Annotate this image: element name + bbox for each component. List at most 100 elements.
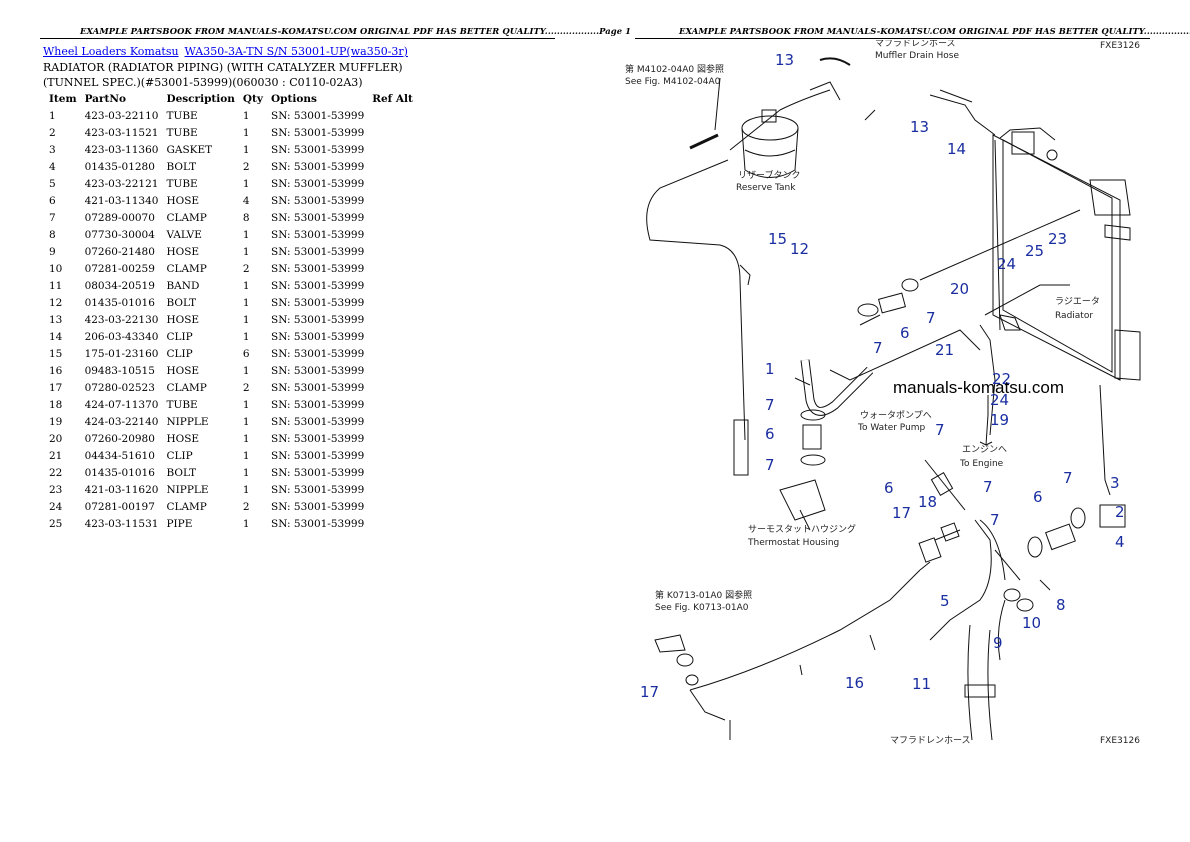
cell-options: SN: 53001-53999 <box>271 194 365 207</box>
page-header: EXAMPLE PARTSBOOK FROM MANUALS-KOMATSU.C… <box>679 26 1190 36</box>
cell-description: BOLT <box>166 296 197 309</box>
breadcrumb-link-category[interactable]: Wheel Loaders Komatsu <box>43 45 179 58</box>
muffler-drain-en: Muffler Drain Hose <box>875 51 959 61</box>
cell-item: 24 <box>49 500 63 513</box>
cell-description: CLIP <box>166 347 193 360</box>
cell-item: 10 <box>49 262 63 275</box>
cell-ref-alt <box>368 362 417 379</box>
cell-partno: 424-03-22140 <box>84 415 159 428</box>
cell-partno: 423-03-22130 <box>84 313 159 326</box>
svg-text:15: 15 <box>768 230 787 248</box>
svg-text:5: 5 <box>940 592 950 610</box>
column-header-options: Options <box>271 93 317 105</box>
tube-1-drawing <box>800 359 874 416</box>
cell-item: 20 <box>49 432 63 445</box>
cell-options: SN: 53001-53999 <box>271 228 365 241</box>
svg-text:14: 14 <box>947 140 966 158</box>
cell-description: BOLT <box>166 466 197 479</box>
cell-qty: 2 <box>242 262 250 275</box>
cell-description: CLIP <box>166 330 193 343</box>
cell-ref-alt <box>368 481 417 498</box>
cell-options: SN: 53001-53999 <box>271 177 365 190</box>
svg-text:24: 24 <box>990 391 1009 409</box>
engine-en: To Engine <box>959 459 1004 469</box>
cell-qty: 1 <box>242 449 250 462</box>
cell-options: SN: 53001-53999 <box>271 432 365 445</box>
cell-item: 8 <box>49 228 56 241</box>
page-title: RADIATOR (RADIATOR PIPING) (WITH CATALYZ… <box>43 61 403 89</box>
ref-m4102-en: See Fig. M4102-04A0 <box>625 77 721 87</box>
cell-description: CLAMP <box>166 262 207 275</box>
svg-text:9: 9 <box>993 634 1003 652</box>
cell-ref-alt <box>368 277 417 294</box>
callout-numbers: 13 13 14 15 12 23 25 24 20 7 6 7 21 1 22… <box>640 51 1125 701</box>
cell-description: CLAMP <box>166 211 207 224</box>
cell-partno: 424-07-11370 <box>84 398 159 411</box>
cell-partno: 08034-20519 <box>84 279 155 292</box>
cell-options: SN: 53001-53999 <box>271 483 365 496</box>
reserve-tank-en: Reserve Tank <box>736 183 796 193</box>
column-header-ref-alt: Ref Alt <box>372 93 413 105</box>
cell-qty: 1 <box>242 296 250 309</box>
cell-item: 3 <box>49 143 56 156</box>
cell-partno: 07260-21480 <box>84 245 155 258</box>
cell-ref-alt <box>368 175 417 192</box>
cell-qty: 1 <box>242 126 250 139</box>
cell-qty: 1 <box>242 228 250 241</box>
cell-ref-alt <box>368 464 417 481</box>
cell-qty: 6 <box>242 347 250 360</box>
muffler-hose-jp: マフラドレンホース <box>890 735 971 745</box>
page-1: EXAMPLE PARTSBOOK FROM MANUALS-KOMATSU.C… <box>40 26 631 532</box>
svg-text:22: 22 <box>992 370 1011 388</box>
cell-options: SN: 53001-53999 <box>271 449 365 462</box>
svg-text:7: 7 <box>935 421 945 439</box>
svg-text:6: 6 <box>884 479 894 497</box>
breadcrumb: Wheel Loaders Komatsu WA350-3A-TN S/N 530… <box>43 45 414 58</box>
cell-description: CLAMP <box>166 500 207 513</box>
column-header-partno: PartNo <box>84 93 126 105</box>
cell-partno: 07281-00197 <box>84 500 155 513</box>
cell-description: HOSE <box>166 432 200 445</box>
cell-qty: 1 <box>242 364 250 377</box>
svg-text:6: 6 <box>900 324 910 342</box>
cell-partno: 07280-02523 <box>84 381 155 394</box>
cell-ref-alt <box>368 413 417 430</box>
cell-item: 12 <box>49 296 63 309</box>
svg-text:7: 7 <box>765 396 775 414</box>
cell-qty: 1 <box>242 143 250 156</box>
cell-item: 23 <box>49 483 63 496</box>
svg-text:20: 20 <box>950 280 969 298</box>
watermark: manuals-komatsu.com <box>893 378 1065 397</box>
cell-description: PIPE <box>166 517 193 530</box>
svg-text:17: 17 <box>640 683 659 701</box>
cell-item: 15 <box>49 347 63 360</box>
cell-item: 19 <box>49 415 63 428</box>
cell-ref-alt <box>368 243 417 260</box>
svg-text:10: 10 <box>1022 614 1041 632</box>
cell-description: BAND <box>166 279 200 292</box>
svg-text:18: 18 <box>918 493 937 511</box>
breadcrumb-link-model[interactable]: WA350-3A-TN S/N 53001-UP(wa350-3r) <box>184 45 408 58</box>
cell-description: GASKET <box>166 143 213 156</box>
cell-options: SN: 53001-53999 <box>271 245 365 258</box>
cell-partno: 07289-00070 <box>84 211 155 224</box>
cell-ref-alt <box>368 515 417 532</box>
cell-item: 1 <box>49 109 56 122</box>
svg-text:7: 7 <box>983 478 993 496</box>
cell-partno: 421-03-11620 <box>84 483 159 496</box>
cell-item: 11 <box>49 279 63 292</box>
radiator-jp: ラジエータ <box>1055 296 1100 307</box>
cell-ref-alt <box>368 328 417 345</box>
header-divider <box>635 38 1150 39</box>
cell-ref-alt <box>368 124 417 141</box>
